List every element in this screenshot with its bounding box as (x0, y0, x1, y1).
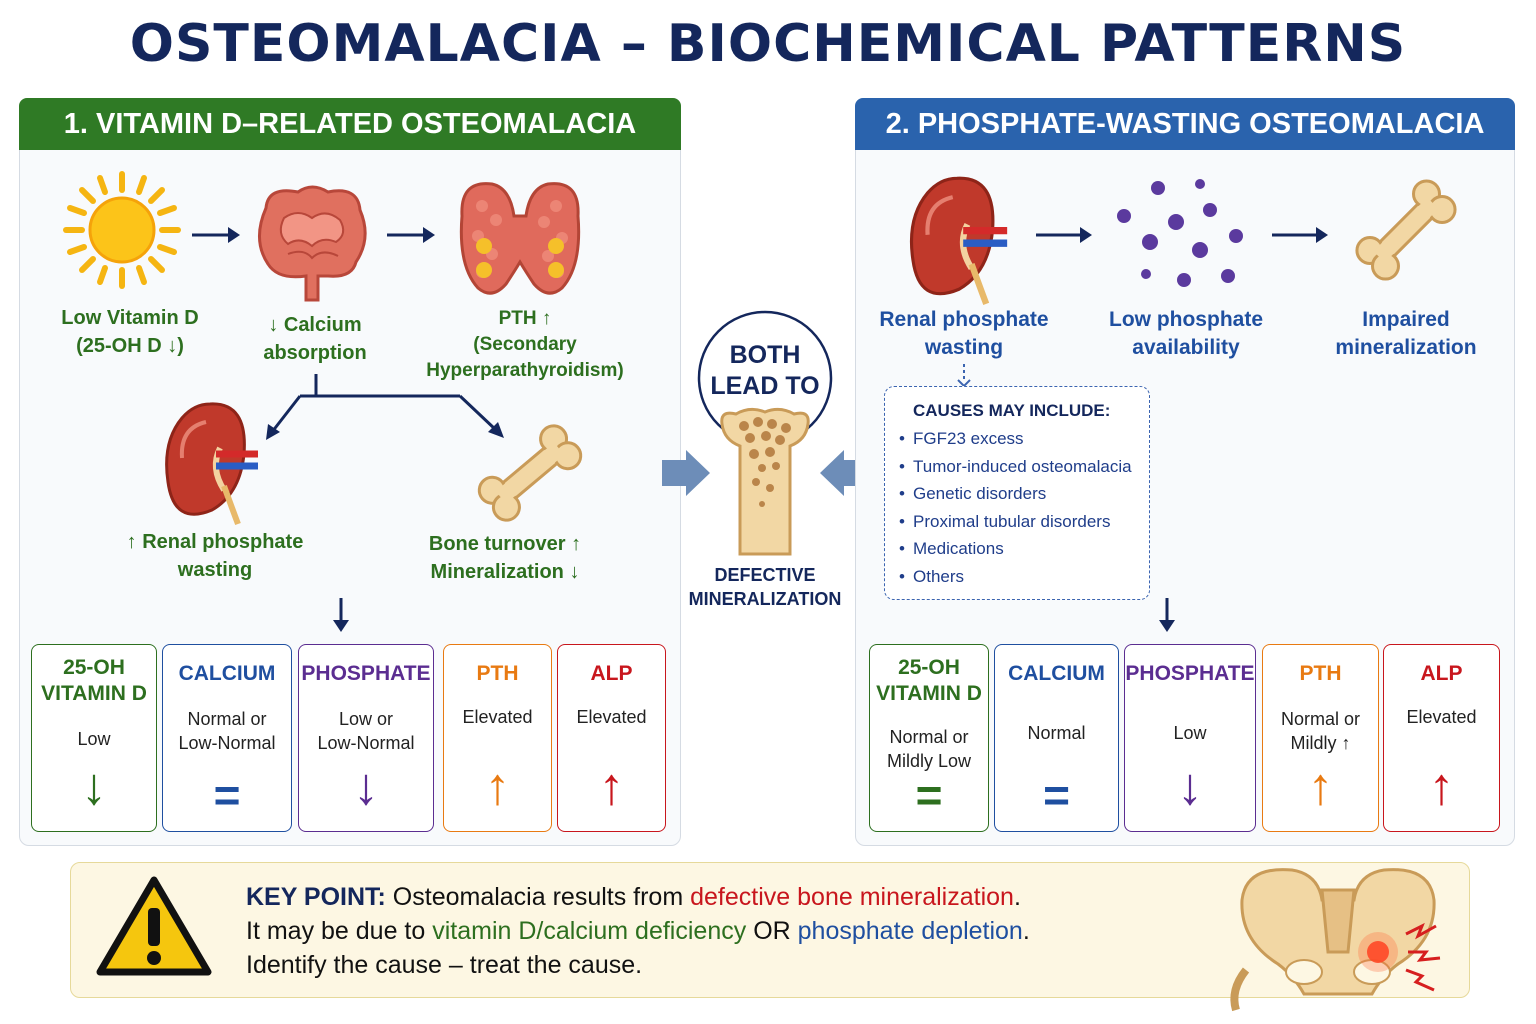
card-title: PTH (476, 662, 519, 685)
card-title: PTH (1299, 662, 1342, 685)
warning-icon (96, 876, 212, 976)
arrow-up-icon: ↑ (598, 758, 625, 816)
kidney-icon (165, 402, 258, 526)
right-panel-header: 2. PHOSPHATE-WASTING OSTEOMALACIA (855, 98, 1515, 150)
cause-item: •Medications (899, 535, 1132, 563)
arrow-up-icon: ↑ (1428, 758, 1455, 816)
pelvis-icon (1230, 868, 1441, 1012)
cause-item: •FGF23 excess (899, 425, 1132, 453)
page-title: OSTEOMALACIA – BIOCHEMICAL PATTERNS (129, 14, 1407, 74)
arrow-down-icon (333, 598, 349, 632)
vitamin-d-label: Low Vitamin D(25-OH D ↓) (61, 307, 199, 357)
bone-icon (1355, 179, 1457, 281)
lab-card-alp: ALP Elevated ↑ (557, 644, 666, 832)
card-title: PHOSPHATE (1125, 662, 1255, 685)
arrow-down-icon: ↓ (81, 758, 107, 816)
arrow-down-icon: ↓ (1177, 758, 1203, 816)
sun-icon (63, 171, 181, 289)
equal-icon: = (915, 769, 943, 821)
bullet-icon: • (899, 456, 905, 476)
branch-connector (266, 374, 504, 440)
card-title: CALCIUM (1008, 662, 1105, 685)
center-bone-graphic (697, 310, 833, 556)
causes-title: CAUSES MAY INCLUDE: (913, 401, 1111, 420)
arrow-right-icon (387, 227, 435, 243)
intestine-icon (258, 185, 367, 302)
cause-item: •Others (899, 563, 1132, 591)
card-title: ALP (1420, 662, 1463, 685)
key-point-line-2: It may be due to vitamin D/calcium defic… (246, 917, 1030, 945)
arrow-right-icon (1272, 227, 1328, 243)
bone-turnover-label: Bone turnover ↑Mineralization ↓ (428, 533, 582, 583)
cause-item: •Genetic disorders (899, 480, 1132, 508)
dotted-connector (957, 364, 971, 388)
bullet-icon: • (899, 484, 905, 504)
causes-list: •FGF23 excess•Tumor-induced osteomalacia… (899, 425, 1132, 591)
key-point-box (70, 862, 1470, 998)
card-title: PHOSPHATE (301, 662, 431, 685)
causes-box: CAUSES MAY INCLUDE: •FGF23 excess•Tumor-… (884, 386, 1150, 600)
arrow-down-icon: ↓ (353, 758, 379, 816)
equal-icon: = (213, 769, 241, 821)
arrow-up-icon: ↑ (1307, 758, 1334, 816)
kidney-icon (909, 176, 1008, 306)
cause-item: •Tumor-induced osteomalacia (899, 453, 1132, 481)
bullet-icon: • (899, 511, 905, 531)
lab-card-phosphate: PHOSPHATE Low ↓ (1124, 644, 1256, 832)
left-panel-header: 1. VITAMIN D–RELATED OSTEOMALACIA (19, 98, 681, 150)
arrow-right-icon (192, 227, 240, 243)
key-point-line-3: Identify the cause – treat the cause. (246, 951, 643, 979)
cause-item: •Proximal tubular disorders (899, 508, 1132, 536)
bone-icon (477, 424, 583, 522)
lab-card-alp: ALP Elevated ↑ (1383, 644, 1500, 832)
card-value: Low (77, 729, 111, 749)
key-point-label: KEY POINT: (246, 883, 386, 911)
bullet-icon: • (899, 539, 905, 559)
center-arrow-left-icon (662, 450, 710, 496)
parathyroid-icon (459, 182, 581, 295)
lab-card-calcium: CALCIUM Normal = (994, 644, 1119, 832)
equal-icon: = (1043, 769, 1070, 821)
arrow-right-icon (1036, 227, 1092, 243)
card-value: Elevated (576, 707, 647, 727)
key-point-line-1: KEY POINT: Osteomalacia results from def… (246, 883, 1021, 911)
card-title: CALCIUM (178, 662, 276, 685)
card-value: Normal (1027, 723, 1086, 743)
card-value: Low (1173, 723, 1207, 743)
lab-card-pth: PTH Elevated ↑ (443, 644, 552, 832)
card-title: ALP (590, 662, 633, 685)
card-value: Elevated (462, 707, 533, 727)
arrow-down-icon (1159, 598, 1175, 632)
phosphate-particles-icon (1117, 179, 1243, 287)
arrow-up-icon: ↑ (484, 758, 511, 816)
bullet-icon: • (899, 429, 905, 448)
card-value: Elevated (1406, 707, 1477, 727)
bullet-icon: • (899, 566, 905, 586)
